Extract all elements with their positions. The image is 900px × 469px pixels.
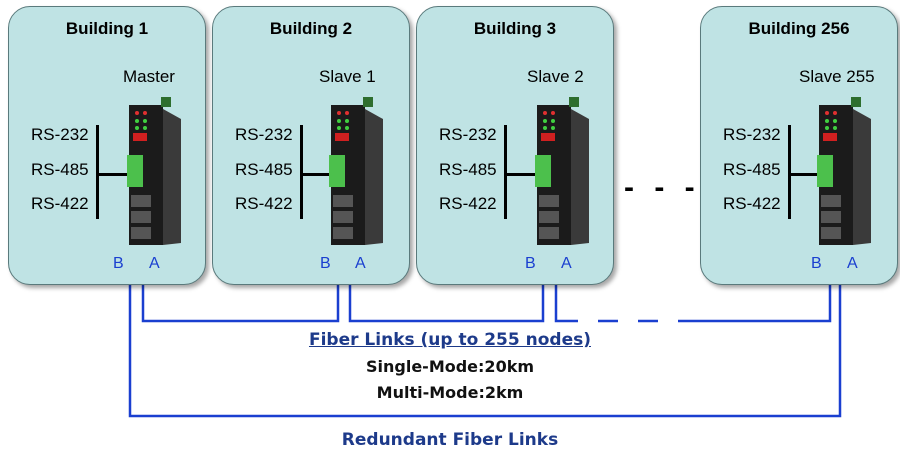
building-256: Building 256 Slave 255 RS-232 RS-485 RS-… bbox=[700, 6, 898, 285]
port-b-label: B bbox=[113, 255, 124, 272]
protocol-rs422: RS-422 bbox=[723, 194, 781, 213]
port-b-label: B bbox=[320, 255, 331, 272]
multi-mode-caption: Multi-Mode:2km bbox=[376, 383, 524, 402]
bus-connector bbox=[97, 173, 127, 176]
port-a-label: A bbox=[149, 255, 160, 272]
more-buildings-ellipsis: - - - bbox=[624, 171, 701, 204]
building-name: Building 256 bbox=[748, 19, 850, 38]
protocol-rs485: RS-485 bbox=[235, 160, 293, 179]
building-name: Building 2 bbox=[269, 19, 353, 38]
node-role: Master bbox=[123, 67, 175, 86]
single-mode-caption: Single-Mode:20km bbox=[365, 357, 535, 376]
converter-device-icon bbox=[817, 97, 871, 245]
protocol-rs485: RS-485 bbox=[31, 160, 89, 179]
building-name: Building 3 bbox=[473, 19, 557, 38]
node-role: Slave 1 bbox=[319, 67, 376, 86]
converter-device-icon bbox=[127, 97, 181, 245]
building-1: Building 1 Master RS-232 RS-485 RS-422 B… bbox=[8, 6, 206, 285]
port-a-label: A bbox=[847, 255, 858, 272]
building-2: Building 2 Slave 1 RS-232 RS-485 RS-422 … bbox=[212, 6, 410, 285]
fiber-link-segment-2 bbox=[348, 253, 545, 323]
building-name: Building 1 bbox=[65, 19, 149, 38]
fiber-links-caption: Fiber Links (up to 255 nodes) bbox=[308, 330, 591, 350]
bus-bar bbox=[504, 125, 507, 219]
converter-device-icon bbox=[329, 97, 383, 245]
fiber-link-segment-3 bbox=[554, 253, 832, 323]
bus-connector bbox=[505, 173, 535, 176]
protocol-rs232: RS-232 bbox=[31, 125, 89, 144]
port-b-label: B bbox=[525, 255, 536, 272]
redundant-links-caption: Redundant Fiber Links bbox=[341, 430, 559, 450]
protocol-rs485: RS-485 bbox=[723, 160, 781, 179]
bus-connector bbox=[789, 173, 819, 176]
protocol-rs422: RS-422 bbox=[235, 194, 293, 213]
port-b-label: B bbox=[811, 255, 822, 272]
protocol-rs485: RS-485 bbox=[439, 160, 497, 179]
port-a-label: A bbox=[355, 255, 366, 272]
protocol-rs422: RS-422 bbox=[439, 194, 497, 213]
protocol-rs232: RS-232 bbox=[439, 125, 497, 144]
redundant-fiber-link bbox=[128, 253, 842, 418]
protocol-rs232: RS-232 bbox=[723, 125, 781, 144]
protocol-rs232: RS-232 bbox=[235, 125, 293, 144]
bus-bar bbox=[788, 125, 791, 219]
building-3: Building 3 Slave 2 RS-232 RS-485 RS-422 … bbox=[416, 6, 614, 285]
node-role: Slave 255 bbox=[799, 67, 875, 86]
converter-device-icon bbox=[535, 97, 589, 245]
bus-bar bbox=[300, 125, 303, 219]
fiber-link-segment-1 bbox=[141, 253, 340, 323]
port-a-label: A bbox=[561, 255, 572, 272]
protocol-rs422: RS-422 bbox=[31, 194, 89, 213]
bus-bar bbox=[96, 125, 99, 219]
node-role: Slave 2 bbox=[527, 67, 584, 86]
bus-connector bbox=[301, 173, 331, 176]
